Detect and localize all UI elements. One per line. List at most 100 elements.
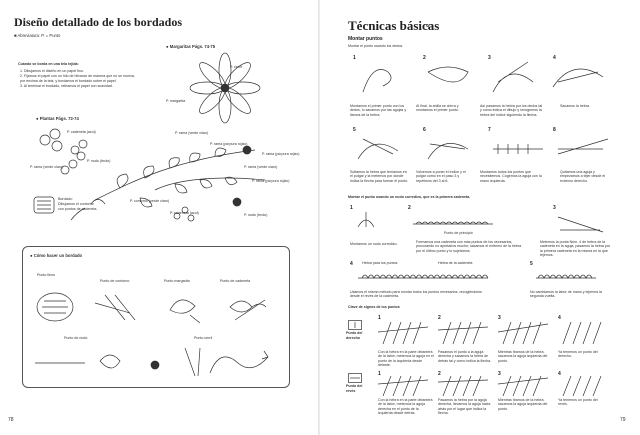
cast-on-caption-7: Montamos todos los puntos que necesitemo… [480,170,542,183]
stitch-row1-illustration [36,292,267,324]
svg-text:3: 3 [498,315,501,321]
plant-callout-rama-2: P. rama (verde claro) [30,165,64,169]
transfer-step-2: 2. Fijamos el papel con un hilo de hilva… [20,74,135,78]
svg-text:3: 3 [488,55,491,61]
svg-text:3: 3 [553,205,556,211]
plant-callout-nudo-1: P. nudo (bruto) [87,159,111,163]
cast-on-caption-3: Así pasamos la hebra por los dedos tal y… [480,104,543,117]
svg-text:5: 5 [353,127,356,133]
knit-label-1: Punto del [346,331,363,335]
plant-callout-rama-4: P. rama (púrpura rojizo) [262,152,300,156]
daisy-callout-1: P. cerrit [230,65,242,69]
fabric-swatch-icon [33,196,55,214]
daisy-callout-2: P. margarita [166,99,186,103]
svg-text:1: 1 [350,205,353,211]
knit-caption-3: Mientras tiramos de la hebra, sacamos la… [498,350,548,363]
chain-cast-on-title: Montar el punto usando un nudo corredizo… [348,195,471,199]
purl-caption-2: Pasamos la hebra por la aguja derecha, l… [438,398,491,415]
cast-on-caption-2: Al final, la anilla se cierra y montamos… [416,104,459,113]
chain-tag-hebra-puntos: Hebra para los puntos [362,261,398,265]
plants-section-label: ● Plantas Págs. 73-74 [36,116,79,121]
stitch-label-nudo: Punto de nudo [64,336,88,340]
plant-callout-cadeneta-2: P. cadeneta (azul) [170,211,199,215]
svg-text:7: 7 [488,127,491,133]
svg-text:4: 4 [350,261,353,267]
knit-steps-illustration: 1 2 3 4 [377,315,602,345]
plant-callout-rama-5: P. rama (verde claro) [244,165,278,169]
title-ornament-icon: ✿ [426,23,430,28]
cast-on-caption-4: Sacamos la hebra. [560,104,590,108]
svg-text:2: 2 [438,315,441,321]
svg-text:2: 2 [408,205,411,211]
purl-caption-3: Mientras tiramos de la hebra, sacamos la… [498,398,548,411]
daisy-section-label: ● Margaritas Págs. 74-75 [166,44,216,49]
cast-on-row1-illustration: 1 2 3 4 [353,55,604,93]
cast-on-row2-illustration: 5 6 7 8 [353,127,609,160]
svg-text:1: 1 [378,315,381,321]
right-page-title: Técnicas básicas [348,18,440,33]
svg-text:1: 1 [378,371,381,377]
purl-steps-illustration: 1 2 3 4 [377,371,602,397]
left-page-number: 78 [8,417,14,423]
transfer-note-3: con puntos de cadeneta. [58,207,98,211]
stitch-label-margarita: Punto margarita [164,279,190,283]
chain-caption-3: Metemos la punta Núm. 4 de hebra de la c… [540,240,611,257]
transfer-note-2: Dibujamos el contorno [58,202,94,206]
chain-row1-illustration: 1 2 3 [350,205,604,233]
left-page: Diseño detallado de los bordados ■ Abrev… [0,0,318,435]
plant-callout-rama-1: P. rama (verde claro) [175,131,209,135]
svg-text:4: 4 [558,315,561,321]
plant-callout-rama-3: P. rama (púrpura rojizo) [210,142,248,146]
purl-label-2: revés [346,389,356,393]
transfer-note-1: Bordado: [58,197,73,201]
plants-illustration [39,128,266,222]
stitch-row2-illustration [35,347,269,377]
knit-caption-4: Ya tenemos un punto del derecho. [558,350,598,359]
stitch-guide-box [22,246,290,388]
cast-on-title: Montar puntos [348,36,383,42]
chain-caption-5: No cambiamos la labor de mano y tejemos … [530,290,602,299]
svg-text:3: 3 [498,371,501,377]
cast-on-caption-1: Montamos el primer punto con los dedos, … [350,104,407,117]
plant-callout-cadeneta: P. cadeneta (azul) [67,130,96,134]
transfer-step-1: 1. Dibujamos el diseño en un papel fino. [20,69,84,73]
daisy-illustration [189,52,261,124]
symbols-title: Clave de signos de los puntos [348,305,400,309]
knit-caption-2: Pasamos el punto a la aguja derecha y sa… [438,350,492,363]
chain-caption-4: Usamos el mismo método para montar todos… [350,290,482,299]
purl-caption-4: Ya tenemos un punto del revés. [558,398,598,407]
stitch-label-cadeneta: Punto de cadeneta [220,279,251,283]
purl-label-1: Punto del [346,384,363,388]
knit-caption-1: Con la hebra en la parte delantera de la… [378,350,434,367]
svg-text:5: 5 [530,261,533,267]
abbreviation-legend: ■ Abreviatura: P. = Punto [14,33,61,38]
stitch-label-lleno: Punto lleno [37,273,55,277]
knit-label-2: derecho [346,336,360,340]
purl-caption-1: Con la hebra en la parte delantera de la… [378,398,433,415]
svg-text:6: 6 [423,127,426,133]
svg-text:4: 4 [553,55,556,61]
book-gutter [318,0,320,435]
right-page-number: 79 [620,417,626,423]
transfer-step-2b: por encima de la tela, y bordamos el bor… [20,79,117,83]
knit-symbol-icon [348,320,362,330]
stitch-label-cerril: Punto cerril [194,336,213,340]
stitch-label-contorno: Punto de contorno [100,279,130,283]
transfer-step-3: 3. Al terminar el bordado, retiramos el … [20,84,113,88]
svg-text:4: 4 [558,371,561,377]
cast-on-caption-5: Soltamos la hebra que teníamos en el pul… [350,170,409,183]
cast-on-subtitle: Montar el punto usando los dedos. [348,44,404,48]
transfer-heading: Cuando se borda en una tela tejida: [18,62,79,66]
svg-text:1: 1 [353,55,356,61]
svg-text:8: 8 [553,127,556,133]
plant-callout-rama-6: P. rama (púrpura rojizo) [252,179,290,183]
chain-caption-1: Montamos un nudo corredizo. [350,242,398,246]
cast-on-caption-8: Quitamos una aguja y empezamos a tejer d… [560,170,606,183]
purl-symbol-icon [348,373,362,383]
plant-callout-contorno: P. contorno (verde claro) [130,199,170,203]
plant-callout-nudo-2: P. nudo (bruto) [244,213,268,217]
chain-tag-punto-principio: Punto de principio [444,231,473,235]
cast-on-caption-6: Volvemos a poner el índice y el pulgar c… [416,170,466,183]
svg-text:2: 2 [438,371,441,377]
